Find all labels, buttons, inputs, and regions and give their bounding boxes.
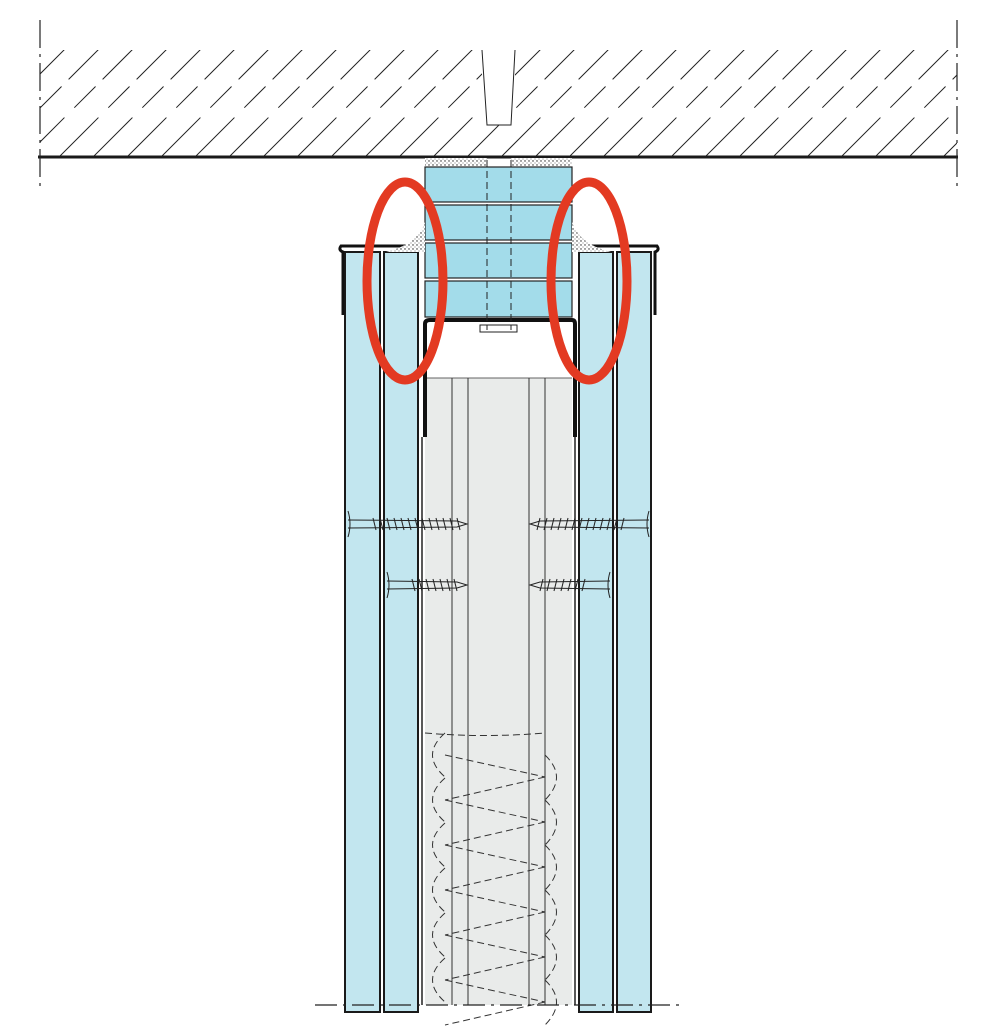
hatch-line [840,50,949,157]
wall-boards [344,251,652,1013]
insulation-zag [444,866,546,891]
insulation-loop [544,979,557,1026]
hatch-line [40,50,65,75]
insulation-loop [544,844,557,891]
insulation-zig [444,889,546,913]
insulation-zag [444,776,546,801]
hatch-line [500,50,609,157]
board-outer-right [616,251,652,1013]
insulation-zag [444,1001,546,1026]
insulation-loop [544,754,557,801]
screw-icon [347,510,469,538]
hatch-line [228,50,337,157]
screw-icon [528,510,650,538]
insulation-zig [444,844,546,868]
hatch-line [874,74,957,157]
sealant-fillet-left [386,222,425,252]
hatch-line [806,50,915,157]
sealant-strip-right [511,158,572,167]
hatch-line [58,50,167,157]
hatch-line [92,50,201,157]
hatch-line [636,50,745,157]
hatch-line [0,45,35,160]
insulation-loop [432,957,446,1003]
hatch-line [670,50,779,157]
hatch-line [194,50,303,157]
hatch-line [908,108,957,157]
hatch-line [942,142,957,157]
insulation-zag [444,956,546,981]
hatch-line [262,50,371,157]
insulation-loop [432,867,446,913]
sealant-fillet-right [572,222,611,252]
hatch-line [160,50,269,157]
stud-core [425,378,572,1005]
insulation-loop [432,732,446,778]
hatch-line [974,45,1000,160]
edge-trim-right [578,244,660,315]
insulation-loop [544,934,557,981]
core-lines [425,377,572,1005]
hatch-line [704,50,813,157]
hatch-line [364,50,473,157]
highlight-ellipse-left [362,177,448,385]
insulation-top [424,732,546,736]
insulation-zig [444,979,546,1003]
hatch-line [40,50,99,109]
hatch-line [602,50,711,157]
insulation-loop [544,889,557,936]
insulation-zag [444,911,546,936]
insulation-loop [544,799,557,846]
screw-icon [386,571,469,599]
insulation-loop [432,912,446,958]
hatch-line [568,50,677,157]
board-outer-left [344,251,381,1013]
screw-icon [528,571,611,599]
insulation-zig [444,754,546,778]
highlight-ellipse-right [546,177,632,385]
hatch-line [330,50,439,157]
edge-trim-left [338,244,420,315]
insulation-zig [444,934,546,958]
insulation-loop [432,822,446,868]
sealant-strip-left [425,158,487,167]
screws [347,510,650,599]
hatch-line [772,50,881,157]
insulation [424,732,557,1026]
hatch-line [466,50,575,157]
hatch-line [738,50,847,157]
ceiling-slot [482,50,515,125]
u-profile [423,318,577,437]
insulation-zig [444,799,546,823]
hatch-line [126,50,235,157]
slot-outline [481,49,516,126]
fastener [479,324,518,333]
insulation-loop [432,777,446,823]
hatch-line [534,50,643,157]
hatch-line [296,50,405,157]
hatch-line [40,50,133,143]
insulation-zag [444,821,546,846]
